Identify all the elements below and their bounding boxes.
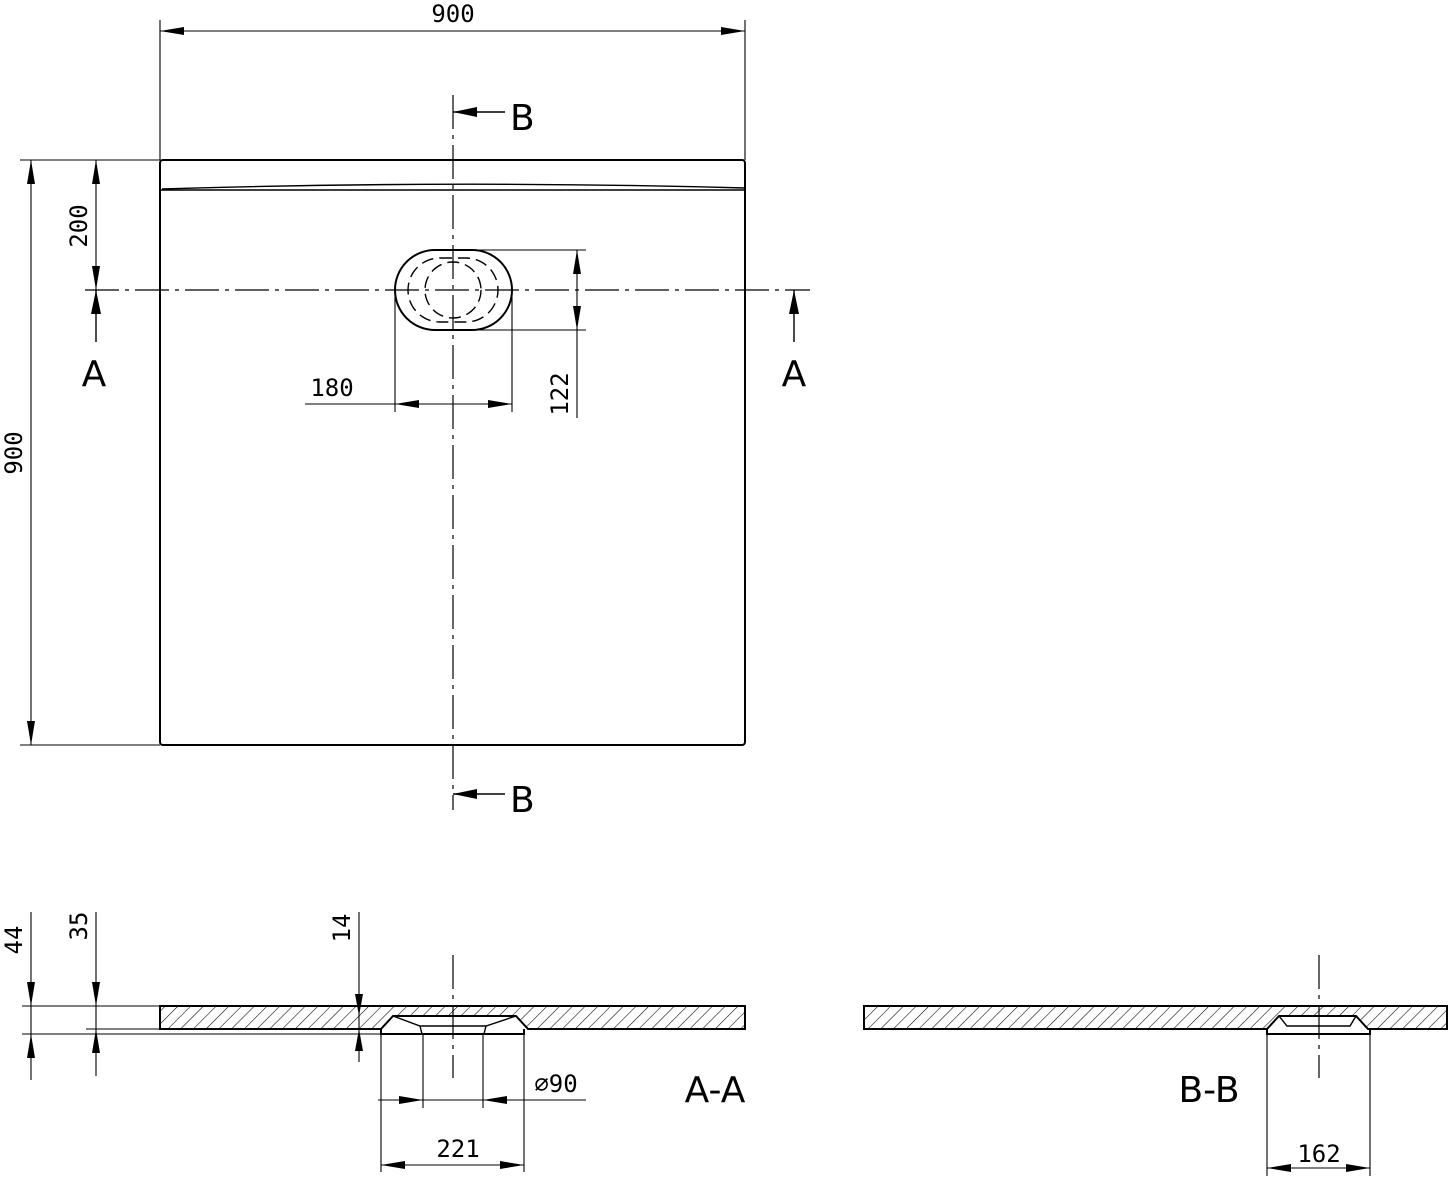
drain-offset-dimension-label: 200 <box>65 204 93 247</box>
width-dimension-label: 900 <box>431 0 474 28</box>
b-housing-width-dimension-label: 162 <box>1297 1140 1340 1168</box>
arrowhead <box>395 400 419 408</box>
section-b-b-view: 162 B-B <box>863 955 1448 1176</box>
section-a-a-view: 44 35 14 ⌀90 221 A-A <box>0 912 746 1172</box>
drain-width-dimension-label: 180 <box>310 374 353 402</box>
arrowhead <box>500 1161 524 1169</box>
section-a-a-title: A-A <box>685 1070 746 1111</box>
section-a-arrow-left <box>91 290 101 314</box>
drain-height-dimension-label: 122 <box>546 372 574 415</box>
height-dimension-label: 900 <box>0 431 28 474</box>
section-b-label-top: B <box>510 98 535 139</box>
section-b-label-bottom: B <box>510 780 535 821</box>
arrowhead <box>27 160 35 184</box>
arrowhead <box>160 27 184 35</box>
arrowhead <box>573 250 581 274</box>
arrowhead <box>355 994 363 1016</box>
arrowhead <box>483 1096 507 1104</box>
section-a-label-left: A <box>82 354 107 395</box>
arrowhead <box>92 266 100 290</box>
arrowhead <box>355 1029 363 1051</box>
arrowhead <box>1346 1164 1370 1172</box>
outlet-diameter-dimension-label: ⌀90 <box>534 1070 577 1098</box>
drain-inner-circle <box>424 261 482 319</box>
arrowhead <box>92 1029 100 1053</box>
tray-height-dimension-label: 35 <box>65 912 93 941</box>
housing-width-dimension-label: 221 <box>436 1135 479 1163</box>
arrowhead <box>488 400 512 408</box>
arrowhead <box>27 721 35 745</box>
tray-rim-curve <box>161 183 746 190</box>
section-b-arrow-top <box>453 107 477 117</box>
arrowhead <box>92 982 100 1006</box>
section-b-drain-funnel <box>1278 1015 1357 1027</box>
section-a-drain-inner <box>419 1025 423 1035</box>
arrowhead <box>92 160 100 184</box>
section-b-b-title: B-B <box>1178 1070 1239 1111</box>
arrowhead <box>721 27 745 35</box>
plan-view: 900 900 200 180 122 A A <box>0 0 810 821</box>
section-a-arrow-right <box>789 290 799 314</box>
section-a-label-right: A <box>782 354 807 395</box>
section-b-body <box>863 1005 1448 1030</box>
section-b-arrow-bottom <box>453 789 477 799</box>
arrowhead <box>399 1096 423 1104</box>
arrowhead <box>1267 1164 1291 1172</box>
drain-inner-rounded <box>407 257 499 323</box>
section-a-drain-funnel <box>392 1015 517 1027</box>
arrowhead <box>27 1034 35 1058</box>
arrowhead <box>27 982 35 1006</box>
arrowhead <box>381 1161 405 1169</box>
section-a-drain-inner2 <box>483 1025 487 1035</box>
arrowhead <box>573 306 581 330</box>
drain-depth-dimension-label: 14 <box>328 914 356 943</box>
total-height-dimension-label: 44 <box>0 926 28 955</box>
